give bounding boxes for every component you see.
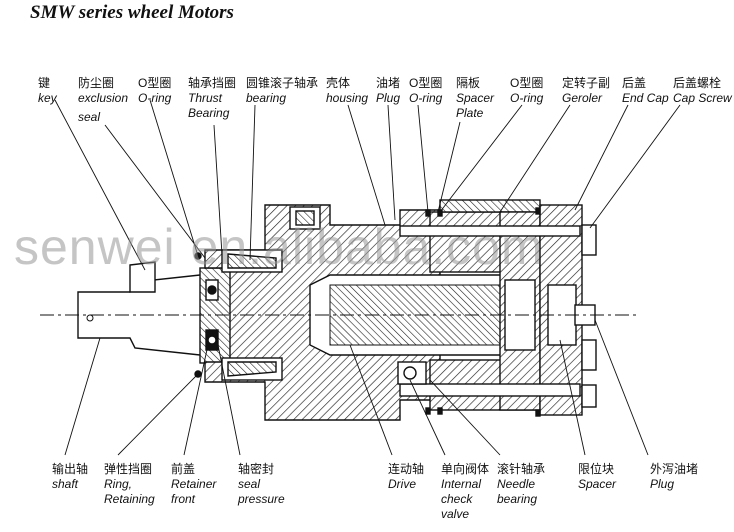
label-en: bearing xyxy=(246,91,287,105)
label-en: bearing xyxy=(497,492,538,506)
label-en: exclusion xyxy=(78,91,129,105)
label-en: O-ring xyxy=(409,91,443,105)
leader-lines xyxy=(54,99,681,456)
label-zh: 弹性挡圈 xyxy=(104,462,153,476)
label-en: check xyxy=(441,492,473,506)
label-zh: 连动轴 xyxy=(388,462,425,476)
label-en: valve xyxy=(441,507,470,521)
label-en: Bearing xyxy=(188,106,230,120)
label-en: shaft xyxy=(52,477,79,491)
label-en: Internal xyxy=(441,477,482,491)
label-en: Geroler xyxy=(562,91,603,105)
label-en: Spacer xyxy=(578,477,617,491)
label-en: O-ring xyxy=(138,91,172,105)
label-en: Spacer xyxy=(456,91,495,105)
label-en: Retaining xyxy=(104,492,155,506)
label-en: Drive xyxy=(388,477,417,491)
label-zh: O型圈 xyxy=(409,76,443,90)
label-en: Plug xyxy=(376,91,401,105)
end-cap xyxy=(539,204,597,416)
label-zh: 滚针轴承 xyxy=(497,462,546,476)
label-zh: 轴承挡圈 xyxy=(188,76,237,90)
label-zh: 防尘圈 xyxy=(78,76,115,90)
label-zh: 前盖 xyxy=(171,462,196,476)
label-zh: O型圈 xyxy=(138,76,172,90)
label-zh: 隔板 xyxy=(456,76,481,90)
label-zh: 后盖 xyxy=(622,76,647,90)
label-zh: 单向阀体 xyxy=(441,462,490,476)
check-valve xyxy=(397,361,427,385)
watermark: senwei en.alibaba.com xyxy=(14,219,544,275)
label-zh: 定转子副 xyxy=(562,76,611,90)
tapered-bearings xyxy=(221,249,283,381)
label-zh: 轴密封 xyxy=(238,462,275,476)
label-en: housing xyxy=(326,91,369,105)
label-en: key xyxy=(38,91,57,105)
o-rings xyxy=(425,207,541,417)
label-zh: 输出轴 xyxy=(52,462,89,476)
label-en: End Cap xyxy=(622,91,669,105)
cap-screw xyxy=(399,225,581,397)
label-zh: 油堵 xyxy=(376,76,401,90)
label-zh: 后盖螺栓 xyxy=(673,76,722,90)
label-en: pressure xyxy=(238,492,285,506)
label-en: Plug xyxy=(650,477,675,491)
label-en: Needle xyxy=(497,477,536,491)
label-zh: 外泻油堵 xyxy=(650,462,699,476)
label-zh: 圆锥滚子轴承 xyxy=(246,76,319,90)
label-en: O-ring xyxy=(510,91,544,105)
label-en: Ring, xyxy=(104,477,133,491)
seals xyxy=(194,252,219,378)
label-zh: O型圈 xyxy=(510,76,544,90)
label-en: Plate xyxy=(456,106,484,120)
label-en: seal xyxy=(238,477,261,491)
label-en: seal xyxy=(78,110,101,124)
label-zh: 壳体 xyxy=(326,76,351,90)
label-zh: 键 xyxy=(38,76,51,90)
label-en: front xyxy=(171,492,196,506)
label-en: Retainer xyxy=(171,477,217,491)
label-zh: 限位块 xyxy=(578,462,615,476)
label-en: Thrust xyxy=(188,91,223,105)
label-en: Cap Screw xyxy=(673,91,732,105)
diagram-title: SMW series wheel Motors xyxy=(30,2,234,23)
